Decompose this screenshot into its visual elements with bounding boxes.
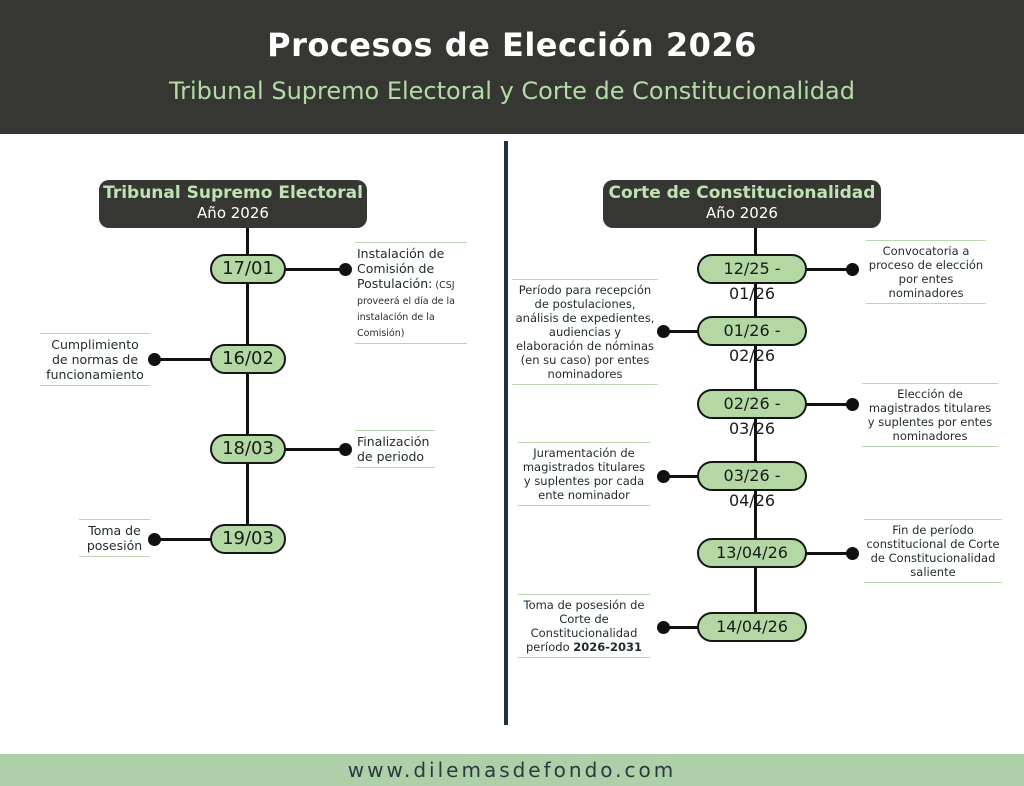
cc-connector-2 xyxy=(664,330,700,333)
tse-note-2: Cumplimiento de normas de funcionamiento xyxy=(40,333,150,386)
page-title: Procesos de Elección 2026 xyxy=(267,26,757,64)
cc-note-1: Convocatoria a proceso de elección por e… xyxy=(866,240,986,304)
cc-date-3: 02/26 - 03/26 xyxy=(697,389,807,438)
tse-note-4-line-2: posesión xyxy=(86,538,143,553)
tse-note-3-line-1: Finalización xyxy=(357,434,430,449)
cc-date-5: 13/04/26 xyxy=(697,538,807,568)
cc-dot-3 xyxy=(846,398,859,411)
cc-note-4: Juramentación de magistrados titulares y… xyxy=(518,442,650,506)
page-subtitle: Tribunal Supremo Electoral y Corte de Co… xyxy=(169,77,855,105)
center-divider xyxy=(504,141,508,725)
cc-connector-1 xyxy=(804,268,852,271)
tse-date-1: 17/01 xyxy=(210,254,286,284)
cc-dot-4 xyxy=(657,470,670,483)
tse-timeline-line xyxy=(246,224,249,540)
tse-note-3-line-2: de periodo xyxy=(357,449,425,464)
tse-note-1-line-6: Comisión) xyxy=(357,328,405,339)
tse-dot-1 xyxy=(339,263,352,276)
tse-note-1-line-1: Instalación de xyxy=(357,246,445,261)
cc-note-2: Período para recepción de postulaciones,… xyxy=(512,279,658,385)
cc-note-5: Fin de período constitucional de Corte d… xyxy=(864,519,1002,583)
tse-note-1-line-3b: (CSJ xyxy=(432,280,455,291)
cc-dot-5 xyxy=(846,547,859,560)
tse-header: Tribunal Supremo Electoral Año 2026 xyxy=(99,180,367,228)
tse-note-1-line-4: proveerá el día de la xyxy=(357,296,455,307)
tse-note-3: Finalización de periodo xyxy=(355,430,435,468)
tse-dot-3 xyxy=(339,443,352,456)
page-header: Procesos de Elección 2026 Tribunal Supre… xyxy=(0,0,1024,134)
cc-connector-4 xyxy=(664,475,700,478)
tse-note-4: Toma de posesión xyxy=(79,519,150,557)
tse-note-4-line-1: Toma de xyxy=(88,523,141,538)
tse-note-1-line-5: instalación de la xyxy=(357,312,435,323)
cc-note-6-period: 2026-2031 xyxy=(573,640,643,654)
cc-note-3: Elección de magistrados titulares y supl… xyxy=(862,383,998,447)
cc-connector-6 xyxy=(664,626,700,629)
tse-note-1-line-2: Comisión de xyxy=(357,261,435,276)
cc-year: Año 2026 xyxy=(706,204,778,222)
cc-date-2: 01/26 - 02/26 xyxy=(697,316,807,365)
cc-title: Corte de Constitucionalidad xyxy=(608,183,876,203)
tse-note-1: Instalación de Comisión de Postulación: … xyxy=(355,242,467,344)
cc-date-1: 12/25 - 01/26 xyxy=(697,254,807,303)
tse-connector-1 xyxy=(284,268,346,271)
cc-connector-5 xyxy=(804,552,852,555)
tse-connector-3 xyxy=(284,448,346,451)
tse-date-4: 19/03 xyxy=(210,524,286,554)
tse-connector-2 xyxy=(154,358,212,361)
tse-date-2: 16/02 xyxy=(210,344,286,374)
cc-note-6: Toma de posesión de Corte de Constitucio… xyxy=(518,594,650,658)
cc-timeline-line xyxy=(754,224,757,628)
footer-url[interactable]: www.dilemasdefondo.com xyxy=(347,758,677,782)
cc-date-4: 03/26 - 04/26 xyxy=(697,461,807,510)
cc-date-6: 14/04/26 xyxy=(697,612,807,642)
cc-dot-6 xyxy=(657,621,670,634)
tse-year: Año 2026 xyxy=(197,204,269,222)
tse-note-1-line-3: Postulación: xyxy=(357,276,433,291)
page-footer: www.dilemasdefondo.com xyxy=(0,754,1024,786)
cc-note-6-text: Toma de posesión de Corte de Constitucio… xyxy=(523,598,645,654)
cc-connector-3 xyxy=(804,403,852,406)
tse-note-2-line-3: funcionamiento xyxy=(46,367,144,382)
tse-date-3: 18/03 xyxy=(210,434,286,464)
tse-connector-4 xyxy=(158,538,212,541)
tse-dot-2 xyxy=(148,353,161,366)
tse-note-2-line-2: de normas de xyxy=(51,352,139,367)
cc-dot-2 xyxy=(657,325,670,338)
tse-note-2-line-1: Cumplimiento xyxy=(51,337,139,352)
tse-dot-4 xyxy=(148,533,161,546)
cc-dot-1 xyxy=(846,263,859,276)
tse-title: Tribunal Supremo Electoral xyxy=(103,183,363,203)
cc-header: Corte de Constitucionalidad Año 2026 xyxy=(603,180,881,228)
